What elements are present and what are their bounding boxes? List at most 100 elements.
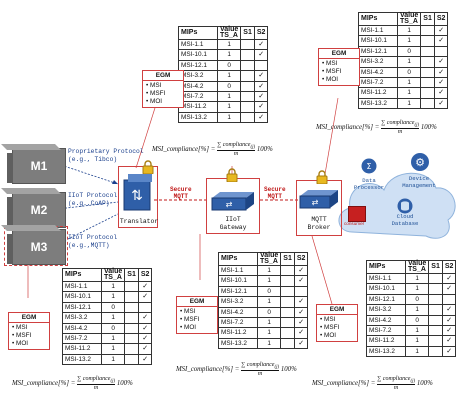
mip-s2-cell: ✓ [293, 337, 309, 350]
data-processor-line1: Data [362, 177, 376, 184]
secure-mqtt-left: Secure MQTT [170, 186, 192, 200]
mip-header-s1: S1 [428, 260, 443, 274]
mip-name-cell: MSI-3.2 [62, 312, 102, 324]
mip-s2-cell: ✓ [253, 91, 269, 103]
formula-m3: MSI_compliance[%] = ∑ compliance(j) m 10… [12, 376, 133, 391]
mip-s1-cell [240, 111, 255, 124]
mip-value-cell: 0 [404, 314, 430, 327]
mip-s1-cell [420, 45, 435, 58]
mip-s2-cell: ✓ [137, 353, 153, 366]
mip-value-cell: 1 [216, 49, 242, 61]
formula-suffix: 100% [280, 366, 297, 374]
mip-value-cell: 1 [216, 111, 242, 124]
mip-header-s1: S1 [280, 252, 295, 266]
translator-box [118, 166, 158, 228]
protocol-3-example: (e.g.,MQTT) [68, 241, 110, 249]
egm-item-msi: • MSI [180, 308, 196, 315]
egm-item-msfi: • MSFI [180, 316, 200, 323]
data-processor-line2: Processor [353, 183, 385, 191]
mip-s1-cell [428, 283, 443, 295]
mip-value-cell: 1 [404, 345, 430, 358]
mip-s2-cell: ✓ [137, 312, 153, 324]
secure-mqtt-right: Secure MQTT [264, 186, 286, 200]
mip-value-cell: 1 [404, 325, 430, 337]
egm-box-m3: EGM • MSI • MSFI • MOI [8, 312, 50, 350]
egm-box-broker-bottom: EGM • MSI • MSFI • MOI [316, 304, 358, 342]
mip-value-cell: 1 [216, 70, 242, 82]
translator-icon: ⇅ [123, 174, 152, 211]
mip-value-cell: 0 [256, 306, 282, 319]
mip-s1-cell [124, 322, 139, 335]
egm-item-msfi: • MSFI [320, 324, 340, 331]
mip-header-mips: MIPs [62, 268, 102, 282]
mip-s1-cell [428, 272, 443, 285]
mip-header-s2: S2 [137, 268, 153, 282]
mip-name-cell: MSI-4.2 [178, 80, 218, 93]
mip-s2-cell [433, 45, 449, 58]
egm-title: EGM [9, 314, 49, 323]
mip-s1-cell [428, 325, 443, 337]
mip-header-mips: MIPs [358, 12, 398, 26]
formula-sub: (j) [410, 379, 416, 385]
mip-value-cell: 0 [256, 285, 282, 298]
secure-left-line1: Secure [170, 186, 192, 193]
formula-sub: (j) [250, 145, 256, 151]
mip-name-cell: MSI-7.2 [218, 317, 258, 329]
svg-text:⇅: ⇅ [131, 188, 143, 204]
mip-value-cell: 0 [100, 322, 126, 335]
mip-s1-cell [124, 312, 139, 324]
mip-name-cell: MSI-7.2 [62, 333, 102, 345]
mip-name-cell: MSI-7.2 [358, 77, 398, 89]
mip-s2-cell: ✓ [293, 264, 309, 277]
translator-label: Translator [119, 218, 159, 225]
mip-s1-cell [240, 80, 255, 93]
mip-header-value-line1: Value [400, 12, 419, 19]
mip-name-cell: MSI-10.1 [366, 283, 406, 295]
data-processor-label: Data Processor [352, 177, 386, 191]
mip-s1-cell [124, 353, 139, 366]
mip-value-cell: 1 [100, 333, 126, 345]
mip-s2-cell: ✓ [441, 345, 457, 358]
machine-m3: M3 [1, 225, 66, 265]
protocol-1-name: Proprietary Protocol [68, 148, 144, 155]
mip-header-s1: S1 [240, 26, 255, 40]
mip-s1-cell [420, 87, 435, 99]
formula-fraction: ∑ compliance(j) m [241, 362, 280, 377]
mip-s1-cell [420, 66, 435, 79]
mip-s2-cell: ✓ [253, 111, 269, 124]
mip-value-cell: 0 [404, 293, 430, 306]
mip-header-s1: S1 [420, 12, 435, 26]
mip-header-value-line1: Value [220, 26, 239, 33]
formula-sub: (j) [414, 123, 420, 129]
mip-s2-cell: ✓ [137, 322, 153, 335]
cloud-database-label: Cloud Database [388, 213, 422, 227]
mip-value-cell: 1 [100, 280, 126, 293]
egm-item-msi: • MSI [12, 324, 28, 331]
mip-s1-cell [240, 38, 255, 51]
mip-value-cell: 1 [396, 35, 422, 47]
egm-box-broker: EGM • MSI • MSFI • MOI [318, 48, 360, 86]
formula-numerator: ∑ compliance [241, 362, 275, 368]
gateway-label-line2: Gateway [219, 223, 247, 231]
egm-item-moi: • MOI [146, 98, 163, 105]
mip-s2-cell: ✓ [293, 327, 309, 339]
mip-value-cell: 1 [396, 87, 422, 99]
broker-icon: ⇄ [299, 190, 338, 209]
protocol-3-name: IIoT Protocol [68, 234, 118, 241]
device-management-line1: Device [408, 175, 430, 182]
mip-s2-cell: ✓ [441, 335, 457, 347]
mip-name-cell: MSI-11.2 [178, 101, 218, 113]
mip-name-cell: MSI-7.2 [366, 325, 406, 337]
egm-title: EGM [319, 50, 359, 59]
mip-name-cell: MSI-13.2 [218, 337, 258, 350]
